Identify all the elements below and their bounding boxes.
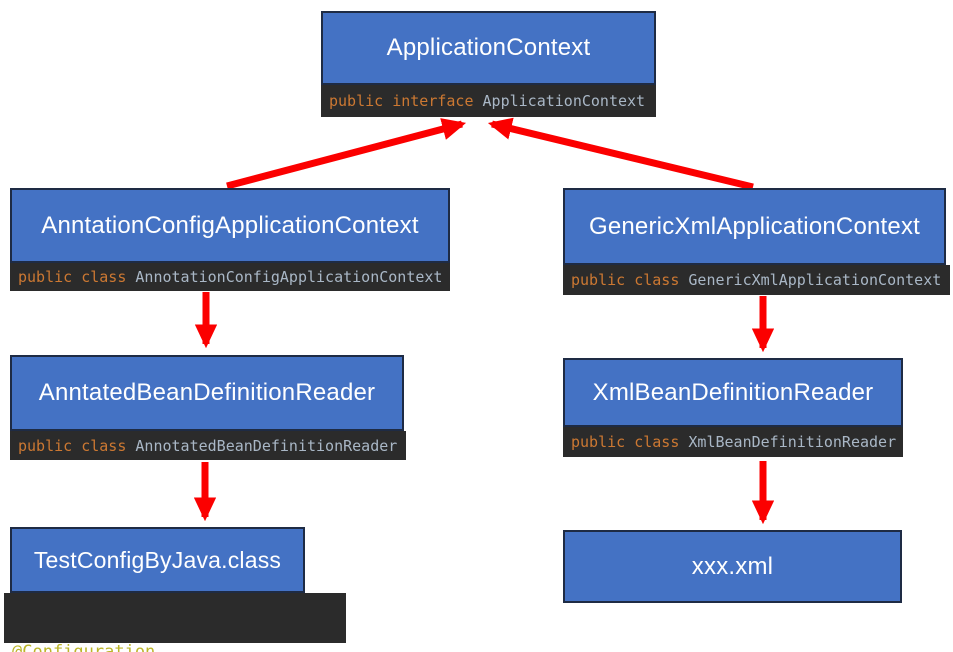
code-generic-xml: public class GenericXmlApplicationContex… [563, 265, 950, 295]
node-xml-reader-title: XmlBeanDefinitionReader [592, 378, 874, 406]
node-annotated-reader-title: AnntatedBeanDefinitionReader [38, 379, 376, 406]
code-identifier: AnnotationConfigApplicationContext [135, 268, 443, 286]
code-application-context: public interface ApplicationContext [321, 85, 656, 117]
node-application-context: ApplicationContext [321, 11, 656, 85]
node-xml-bean-definition-reader: XmlBeanDefinitionReader [563, 358, 903, 427]
node-test-config-title: TestConfigByJava.class [33, 546, 282, 573]
code-identifier: XmlBeanDefinitionReader [688, 433, 897, 451]
node-application-context-title: ApplicationContext [386, 34, 591, 61]
node-generic-xml-title: GenericXmlApplicationContext [588, 212, 921, 240]
code-annotated-reader: public class AnnotatedBeanDefinitionRead… [10, 431, 406, 460]
node-xxx-xml-title: xxx.xml [691, 552, 774, 580]
code-keyword: public class [571, 433, 689, 451]
node-annotation-config-application-context: AnntationConfigApplicationContext [10, 188, 450, 263]
node-test-config-by-java: TestConfigByJava.class [10, 527, 305, 593]
node-annotated-bean-definition-reader: AnntatedBeanDefinitionReader [10, 355, 404, 431]
code-identifier: ApplicationContext [482, 92, 646, 110]
code-line-annotation: @Configuration [12, 642, 156, 652]
code-keyword: public class [571, 271, 689, 289]
code-keyword: public interface [329, 92, 483, 110]
node-annotation-config-title: AnntationConfigApplicationContext [41, 211, 419, 239]
arrow-genericxml-to-applicationcontext [487, 117, 754, 191]
code-identifier: GenericXmlApplicationContext [688, 271, 942, 289]
code-keyword: public class [18, 268, 136, 286]
code-test-config: @Configuration static class TestConfigBy… [4, 593, 346, 652]
node-xxx-xml: xxx.xml [563, 530, 902, 603]
code-identifier: AnnotatedBeanDefinitionReader [135, 436, 398, 455]
code-keyword: public class [18, 436, 136, 455]
arrow-annotationconfig-to-applicationcontext [226, 118, 467, 190]
node-generic-xml-application-context: GenericXmlApplicationContext [563, 188, 946, 265]
code-xml-reader: public class XmlBeanDefinitionReader [563, 427, 903, 457]
code-annotation-config: public class AnnotationConfigApplication… [10, 263, 450, 291]
